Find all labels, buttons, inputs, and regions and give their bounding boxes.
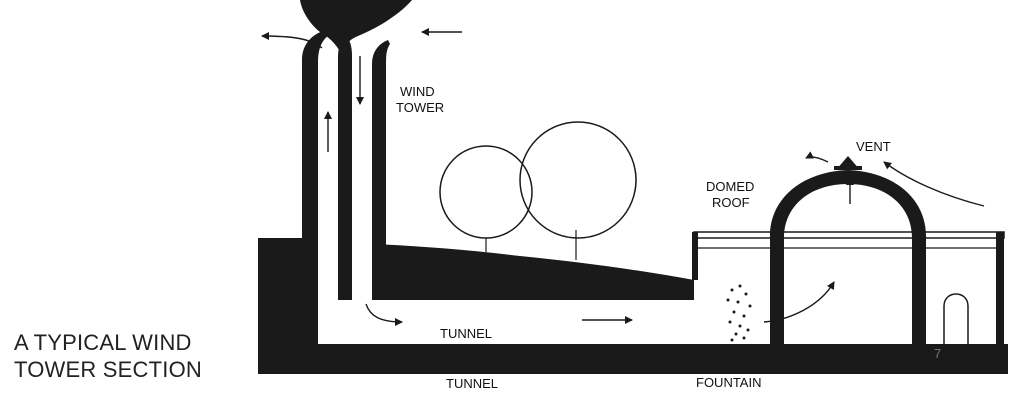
tree-crown-large [519,121,637,239]
arrow-exhaust-left [261,32,323,49]
airflow-arrows [261,28,985,326]
right-wall-building [996,232,1004,344]
tower-cap [300,0,412,60]
label-tower: TOWER [396,100,445,115]
label-wind: WIND [400,84,435,99]
arched-niche [943,293,969,344]
left-wall-building [692,232,698,280]
label-domed-roof: DOMED ROOF [706,179,754,211]
diagram-title-line-1: A TYPICAL WIND [14,330,192,355]
diagram-title-line-2: TOWER SECTION [14,357,202,382]
tower-divider [338,36,352,300]
arrow-outside-in [883,161,985,207]
label-fountain: FOUNTAIN [696,375,762,390]
arrow-into-tunnel [365,303,403,326]
page-number: 7 [934,346,942,361]
tree-crown-small [439,145,533,239]
label-vent: VENT [856,139,891,154]
earth-mound [372,244,694,300]
domed-roof-shape [770,170,926,346]
label-wind-tower: WIND TOWER [396,84,444,116]
label-roof: ROOF [712,195,750,210]
tower-left-wall [302,30,330,346]
roof-slab [693,231,1005,239]
fountain-spray [726,284,752,342]
vent-base [834,166,862,170]
label-domed: DOMED [706,179,755,194]
arrow-into-room [763,281,835,323]
label-tunnel-below: TUNNEL [446,376,499,391]
tower-right-wall [372,40,390,300]
arrow-vent-out [805,151,829,163]
ground-slab [258,344,1008,374]
label-tunnel-inner: TUNNEL [440,326,493,341]
